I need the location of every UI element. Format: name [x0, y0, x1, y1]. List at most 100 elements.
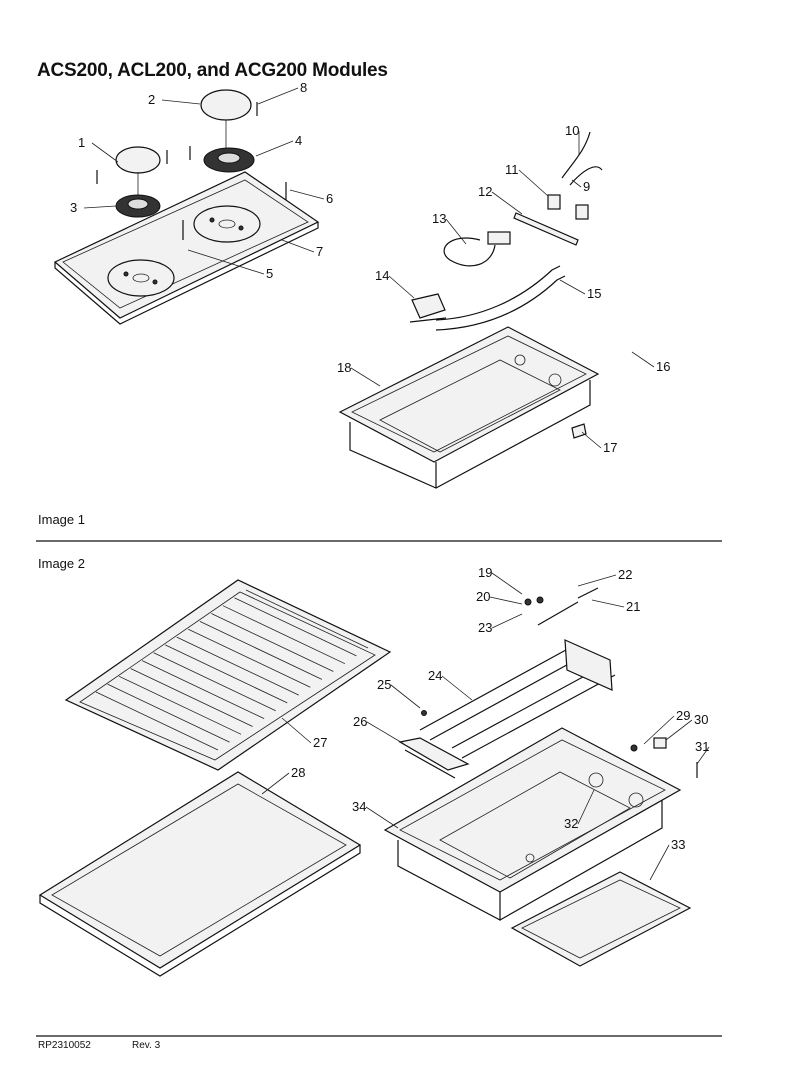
callout-leader [281, 717, 312, 744]
callout-number-14: 14 [375, 268, 389, 283]
callout-number-17: 17 [603, 440, 617, 455]
page-title: ACS200, ACL200, and ACG200 Modules [37, 60, 388, 81]
burner-head-small [115, 194, 161, 218]
callout-number-23: 23 [478, 620, 492, 635]
callout-layer: 1234567891011121314151617181920212223242… [70, 80, 710, 881]
grate-bar [176, 636, 299, 696]
wire-harness [561, 131, 603, 186]
burner-hole-rear [193, 205, 261, 243]
callout-leader [591, 599, 625, 608]
drip-tray [510, 871, 692, 967]
callout-leader [649, 844, 670, 881]
callout-leader [365, 806, 399, 829]
small-fasteners [421, 710, 698, 778]
callout-number-27: 27 [313, 735, 327, 750]
grate-bar [245, 589, 369, 649]
callout-leader [441, 675, 473, 701]
callout-number-2: 2 [148, 92, 155, 107]
burner-hole-front [107, 259, 175, 297]
callout-number-20: 20 [476, 589, 490, 604]
callout-number-22: 22 [618, 567, 632, 582]
screws-group [96, 102, 287, 240]
electric-element [419, 639, 616, 759]
grill-box [383, 727, 682, 921]
grate-bar [222, 605, 346, 665]
callout-leader [581, 431, 602, 449]
brackets [547, 194, 589, 220]
callout-leader [83, 205, 117, 209]
callout-leader [518, 169, 549, 197]
image1-caption: Image 1 [38, 512, 85, 527]
callout-leader [161, 99, 201, 105]
callout-number-12: 12 [478, 184, 492, 199]
callout-leader [187, 249, 265, 275]
grate-bar [165, 644, 288, 704]
callout-number-16: 16 [656, 359, 670, 374]
grate-bar [130, 668, 253, 727]
grate-bar [199, 621, 323, 680]
clip-part [571, 423, 587, 439]
callout-leader [257, 87, 299, 105]
callout-number-1: 1 [78, 135, 85, 150]
callout-leader [643, 715, 675, 745]
griddle-plate [38, 771, 362, 977]
grate-bar [211, 613, 334, 672]
callout-number-18: 18 [337, 360, 351, 375]
burner-cap-large [200, 89, 252, 148]
callout-leader [696, 746, 710, 765]
grate-bar [188, 628, 311, 688]
callout-leader [281, 239, 315, 253]
callout-leader [390, 684, 421, 709]
callout-number-13: 13 [432, 211, 446, 226]
callout-leader [559, 279, 586, 295]
callout-leader [577, 574, 617, 587]
callout-number-15: 15 [587, 286, 601, 301]
callout-number-28: 28 [291, 765, 305, 780]
burner-cap-small [115, 146, 161, 196]
callout-leader [491, 613, 523, 629]
callout-leader [491, 191, 523, 215]
burner-box [338, 326, 600, 489]
grill-grate [64, 579, 392, 771]
callout-leader [388, 275, 415, 299]
callout-number-5: 5 [266, 266, 273, 281]
callout-leader [350, 367, 381, 387]
revision-label: Rev. 3 [132, 1040, 161, 1051]
callout-number-6: 6 [326, 191, 333, 206]
callout-leader [491, 572, 523, 595]
grate-bar [107, 683, 230, 743]
callout-number-19: 19 [478, 565, 492, 580]
callout-number-8: 8 [300, 80, 307, 95]
callout-leader [445, 218, 467, 245]
callout-number-25: 25 [377, 677, 391, 692]
callout-leader [571, 179, 582, 188]
regulator-bracket [409, 293, 447, 323]
callout-leader [261, 772, 290, 795]
callout-number-24: 24 [428, 668, 442, 683]
callout-leader [631, 351, 655, 368]
grate-bar [95, 691, 219, 751]
cooktop-top-plate [53, 171, 320, 325]
grate-bar [141, 660, 265, 719]
callout-number-4: 4 [295, 133, 302, 148]
element-bracket [398, 737, 470, 779]
callout-leader [489, 596, 523, 605]
gas-supply-tube [435, 265, 566, 331]
grate-bar [153, 652, 276, 712]
callout-number-32: 32 [564, 816, 578, 831]
callout-number-33: 33 [671, 837, 685, 852]
callout-number-31: 31 [695, 739, 709, 754]
callout-number-34: 34 [352, 799, 366, 814]
callout-number-3: 3 [70, 200, 77, 215]
grate-bar [118, 675, 242, 735]
callout-number-30: 30 [694, 712, 708, 727]
callout-number-11: 11 [505, 162, 519, 177]
callout-leader [577, 789, 595, 825]
image2-caption: Image 2 [38, 556, 85, 571]
doc-number: RP2310052 [38, 1040, 91, 1051]
terminal-parts [524, 587, 599, 626]
callout-leader [91, 142, 119, 163]
callout-leader [665, 719, 693, 741]
